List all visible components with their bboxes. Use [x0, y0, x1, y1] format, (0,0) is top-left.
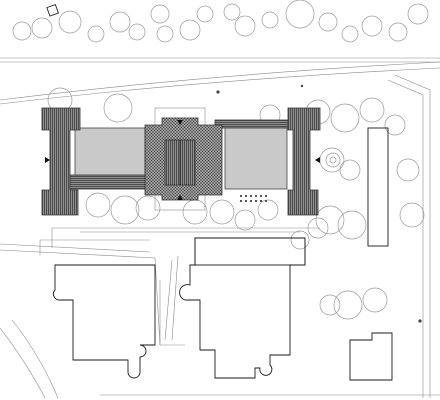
- new-building-west: [53, 264, 156, 379]
- entrance-triangle-marker: [45, 157, 50, 163]
- new-building-east-upper: [194, 237, 306, 266]
- southeast-house: [349, 332, 393, 381]
- trees-east: [290, 97, 425, 320]
- entrance-triangle-marker: [177, 120, 183, 125]
- west-pavilion: [41, 107, 81, 216]
- entrance-triangle-marker: [315, 157, 320, 163]
- east-connector: [214, 119, 291, 129]
- entrance-triangle-marker: [177, 195, 183, 200]
- survey-point-dot: [216, 90, 220, 94]
- parking-dots: [240, 195, 267, 202]
- east-pavilion: [287, 107, 321, 216]
- trees-central: [47, 87, 331, 231]
- west-connector: [61, 174, 148, 190]
- road-lines: [0, 57, 440, 399]
- survey-point-dot: [300, 84, 304, 88]
- west-wing: [74, 127, 146, 181]
- trees-north: [12, 0, 429, 43]
- new-building-east: [179, 237, 306, 379]
- survey-marker-square: [46, 3, 59, 17]
- survey-point-dot: [418, 319, 422, 323]
- east-wing: [224, 126, 288, 190]
- east-long-building: [367, 127, 389, 247]
- main-building: [41, 107, 321, 216]
